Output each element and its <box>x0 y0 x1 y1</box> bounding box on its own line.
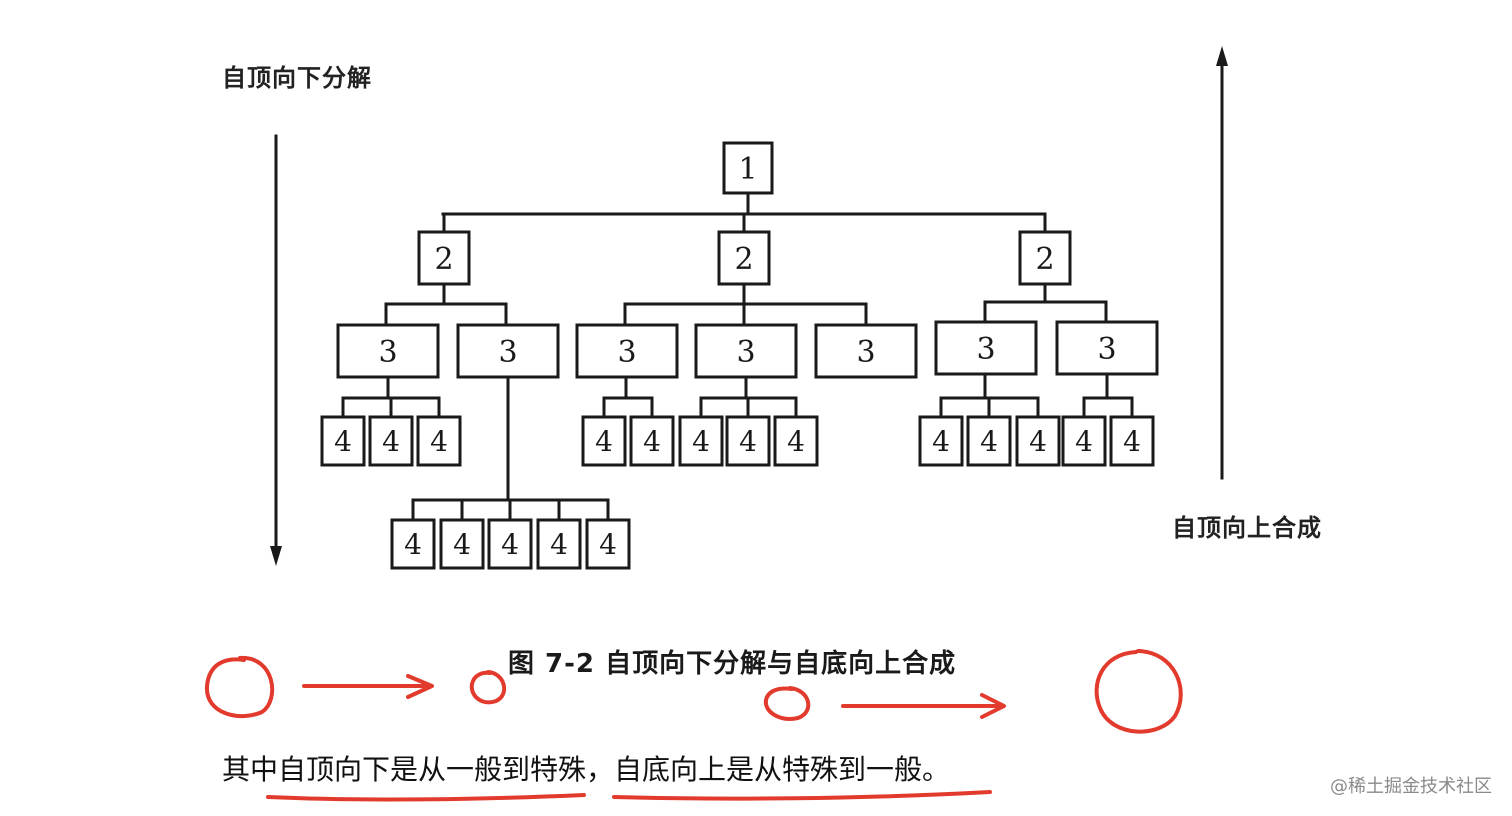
node-level-4-d-3-label: 4 <box>787 425 805 458</box>
node-level-3-5 <box>814 323 918 379</box>
node-level-4-b-5 <box>585 518 631 570</box>
node-level-4-g-2-label: 4 <box>1123 425 1141 458</box>
red-circle-large-right <box>1094 649 1183 734</box>
node-level-4-b-1-label: 4 <box>404 528 422 561</box>
node-level-4-d-1 <box>678 415 724 467</box>
node-level-3-4 <box>694 323 798 379</box>
up-arrow-head <box>1216 46 1228 66</box>
node-level-3-4-label: 3 <box>736 335 755 370</box>
node-level-3-2-label: 3 <box>498 335 517 370</box>
node-level-4-f-2-label: 4 <box>980 425 998 458</box>
node-level-4-a-3-label: 4 <box>430 425 448 458</box>
node-level-2-1 <box>417 230 471 286</box>
node-level-4-c-2 <box>629 415 675 467</box>
down-arrow-head <box>270 546 282 566</box>
node-level-4-c-1 <box>581 415 627 467</box>
node-level-4-b-3 <box>487 518 533 570</box>
node-level-4-a-1-label: 4 <box>334 425 352 458</box>
node-level-3-7-label: 3 <box>1097 332 1116 367</box>
node-level-2-2-label: 2 <box>734 242 753 277</box>
bottom-up-label: 自顶向上合成 <box>1172 514 1322 542</box>
watermark: @稀土掘金技术社区 <box>1330 776 1492 797</box>
node-level-4-d-3 <box>773 415 819 467</box>
node-level-1-label: 1 <box>738 152 757 187</box>
node-level-4-a-1 <box>320 415 366 467</box>
node-level-4-d-2 <box>725 415 771 467</box>
explanation-sentence: 其中自顶向下是从一般到特殊，自底向上是从特殊到一般。 <box>222 753 951 786</box>
node-level-4-f-1 <box>918 415 964 467</box>
red-circle-large-left <box>204 655 275 719</box>
node-level-4-b-2 <box>439 518 485 570</box>
figure-caption: 图 7-2 自顶向下分解与自底向上合成 <box>508 649 957 679</box>
node-level-4-b-4 <box>536 518 582 570</box>
node-level-3-3 <box>575 323 679 379</box>
node-level-3-5-label: 3 <box>856 335 875 370</box>
node-level-2-2 <box>717 230 771 286</box>
node-level-4-g-2 <box>1109 415 1155 467</box>
node-level-3-6-label: 3 <box>976 332 995 367</box>
node-level-4-a-3 <box>416 415 462 467</box>
node-level-3-1-label: 3 <box>378 335 397 370</box>
node-level-4-g-1-label: 4 <box>1075 425 1093 458</box>
node-level-3-2 <box>456 323 560 379</box>
node-level-2-3-label: 2 <box>1035 242 1054 277</box>
node-level-4-b-3-label: 4 <box>501 528 519 561</box>
node-level-4-c-2-label: 4 <box>643 425 661 458</box>
node-level-4-a-2-label: 4 <box>382 425 400 458</box>
node-level-3-3-label: 3 <box>617 335 636 370</box>
node-level-4-d-2-label: 4 <box>739 425 757 458</box>
node-level-4-b-1 <box>390 518 436 570</box>
node-level-4-f-1-label: 4 <box>932 425 950 458</box>
node-level-2-3 <box>1018 230 1072 286</box>
red-underline-right <box>612 790 992 801</box>
top-down-label: 自顶向下分解 <box>222 64 372 92</box>
node-level-4-a-2 <box>368 415 414 467</box>
node-level-4-d-1-label: 4 <box>692 425 710 458</box>
node-level-4-b-4-label: 4 <box>550 528 568 561</box>
node-level-4-c-1-label: 4 <box>595 425 613 458</box>
node-level-4-b-5-label: 4 <box>599 528 617 561</box>
red-arrow-right <box>841 693 1006 719</box>
node-level-3-1 <box>336 323 440 379</box>
node-level-4-g-1 <box>1061 415 1107 467</box>
node-level-2-1-label: 2 <box>434 242 453 277</box>
red-circle-small-right <box>763 686 811 721</box>
red-arrow-left <box>302 674 434 699</box>
node-level-4-f-3-label: 4 <box>1029 425 1047 458</box>
node-level-4-b-2-label: 4 <box>453 528 471 561</box>
node-level-4-f-3 <box>1015 415 1061 467</box>
red-underline-left <box>266 793 586 802</box>
red-circle-small-left <box>469 670 507 705</box>
node-level-4-f-2 <box>966 415 1012 467</box>
